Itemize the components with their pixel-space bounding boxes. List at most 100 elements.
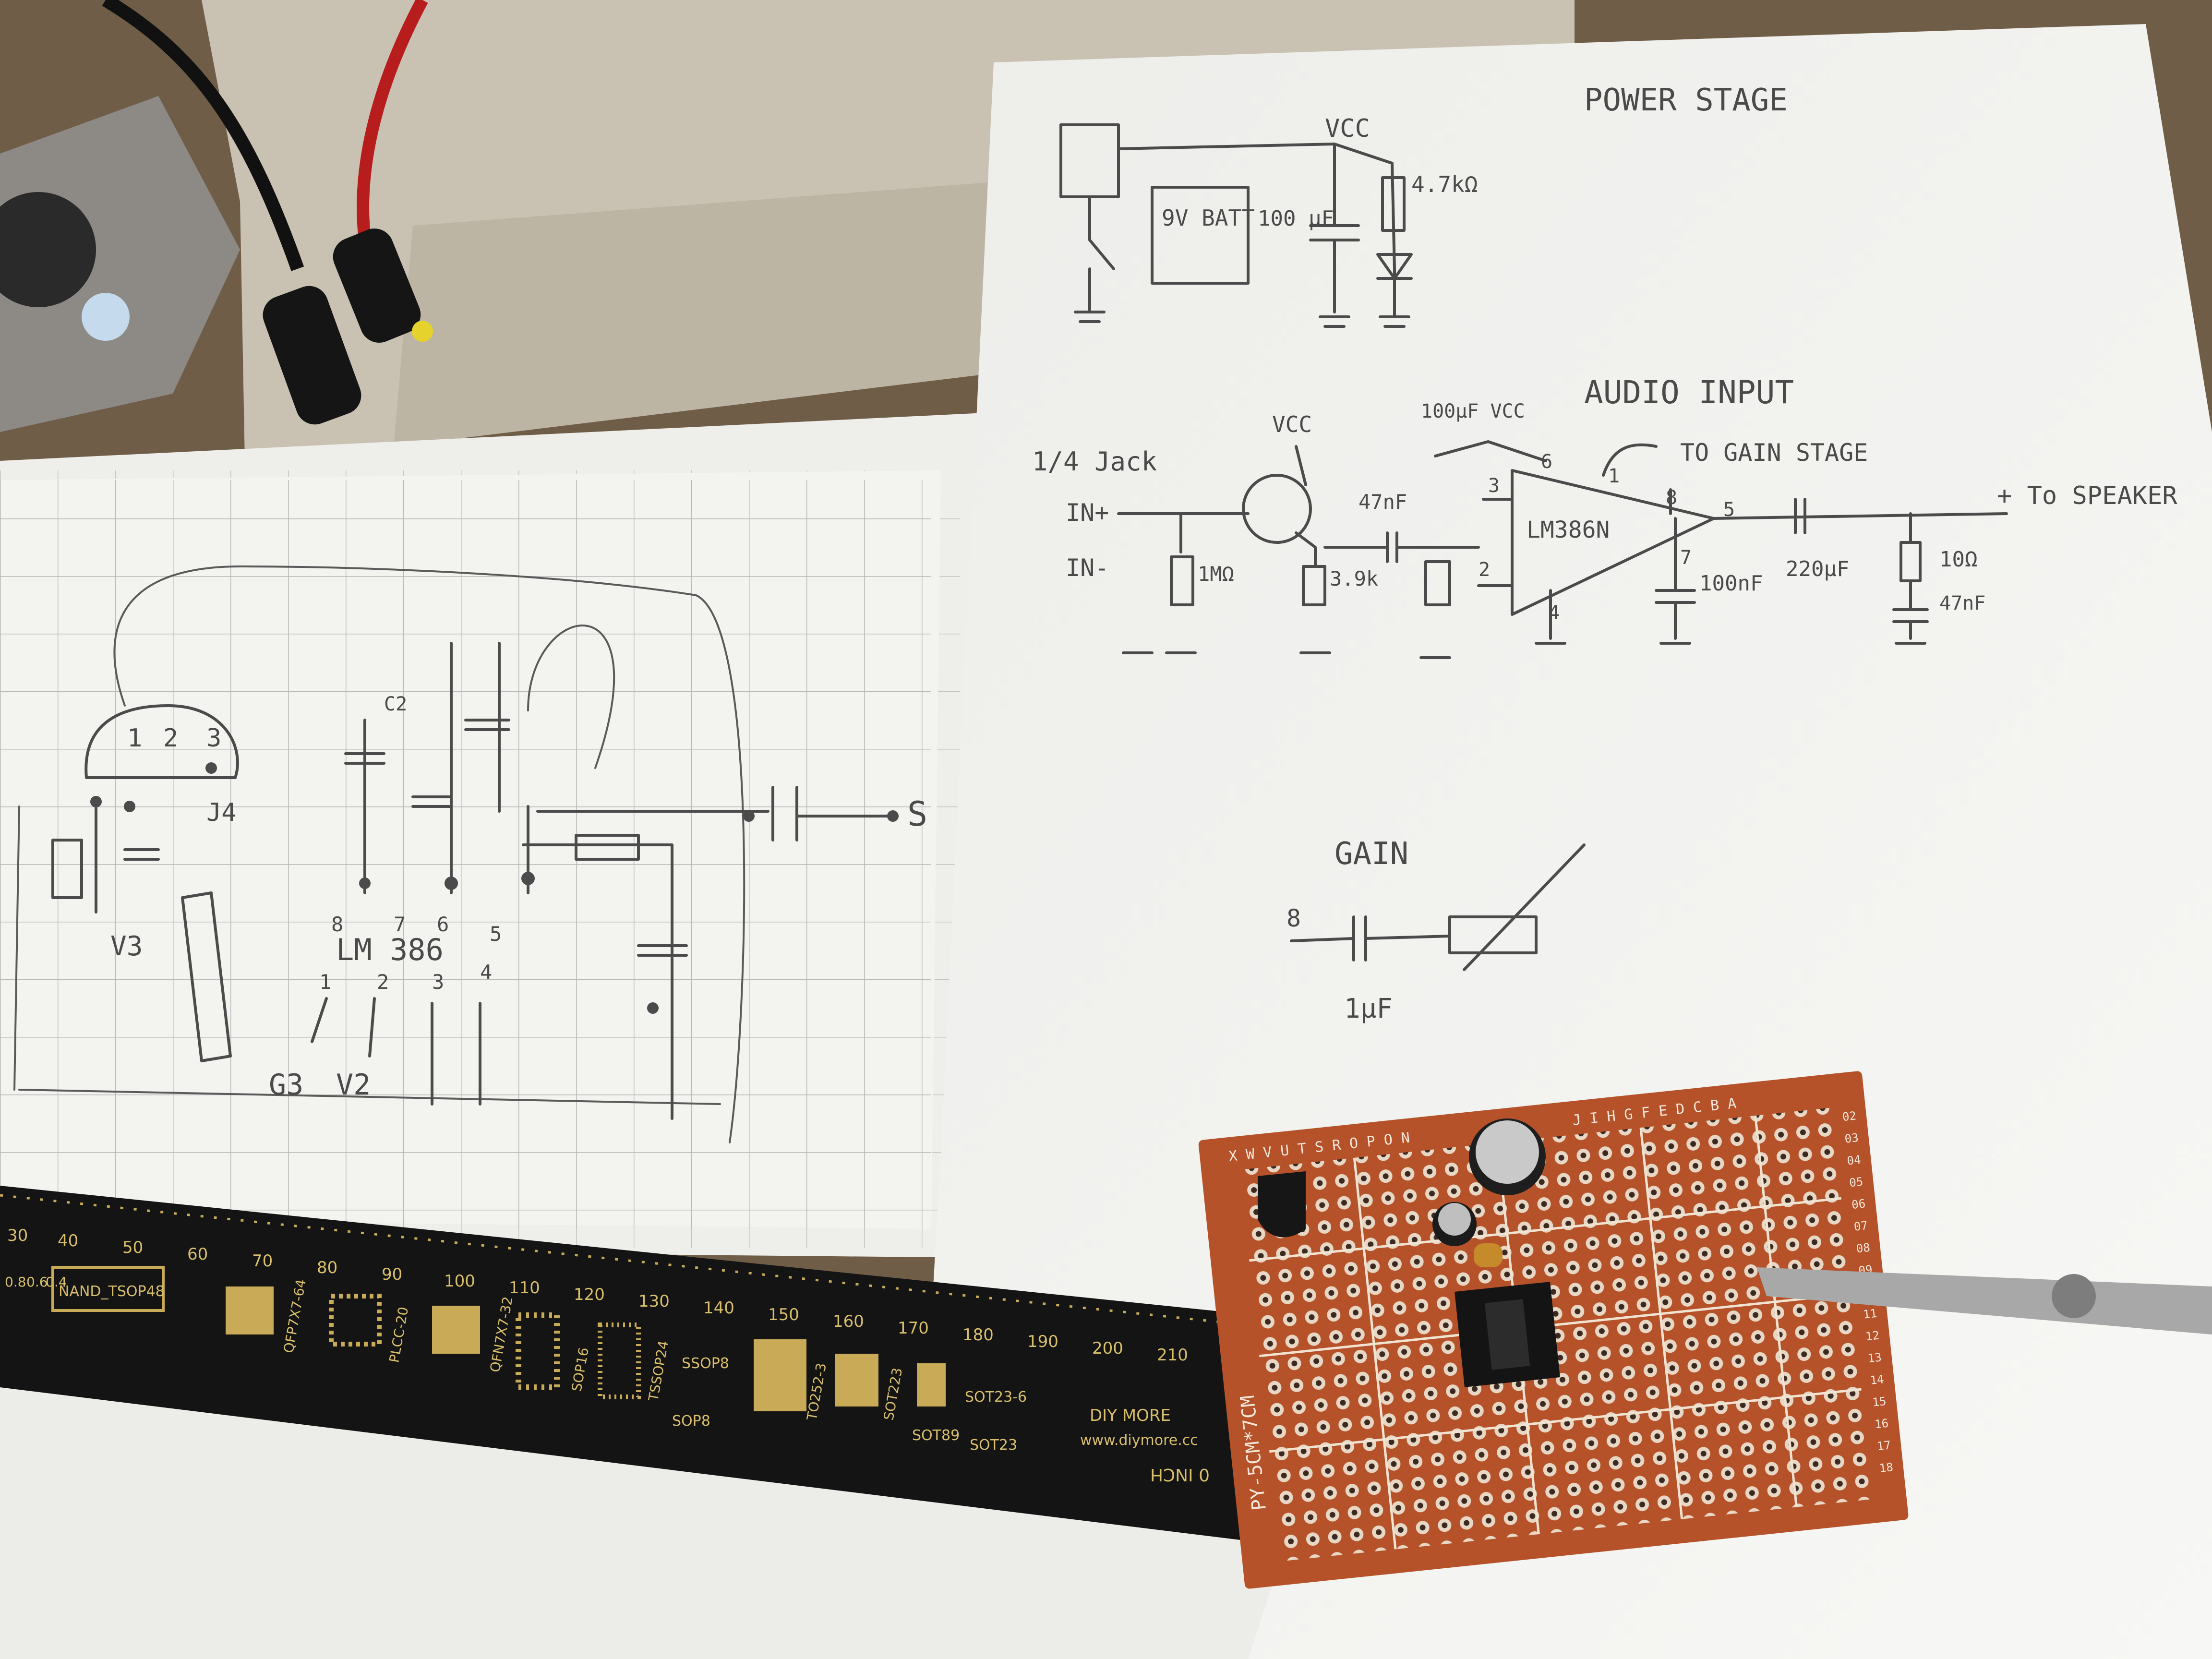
metal-bracket [0,96,240,432]
ruler-n190: 190 [1027,1332,1058,1351]
ground-symbols-power [1074,311,1410,328]
led-light [82,293,130,341]
ruler-n160: 160 [833,1312,864,1331]
ruler-n200: 200 [1092,1339,1123,1358]
ruler-scale-2: 0.4 [46,1274,67,1290]
footprint-sop16 [516,1312,560,1390]
to-gain-label: TO GAIN STAGE [1680,439,1868,467]
pcb-row-05: 05 [1849,1175,1864,1190]
footprint-plcc [329,1294,382,1346]
lm-label: LM 386 [336,932,444,967]
ruler-n140: 140 [703,1298,734,1318]
battery-label: 9V BATT [1162,205,1255,231]
bottom-pin2: 2 [377,970,389,994]
barrel-tip [412,321,433,342]
ruler-n210: 210 [1157,1346,1188,1365]
pcb-row-13: 13 [1867,1350,1882,1365]
s-label: S [907,794,927,834]
j4-label: J4 [206,798,237,827]
pkg-sop8: SOP8 [672,1413,710,1430]
sketch-dot [124,801,135,812]
barrel-plug-1 [263,286,361,425]
sketch-dot [90,796,102,807]
c-100n-label: 100nF [1699,571,1763,596]
pkg-sot23: SOT23 [970,1437,1017,1454]
footprint-to252 [754,1339,806,1411]
power-wire-top [1117,143,1396,318]
input-wire [1117,445,1317,568]
power-title: POWER STAGE [1584,83,1788,118]
pkg-ssop8: SSOP8 [682,1355,729,1372]
transistor-to92 [1258,1171,1306,1238]
t-pin2: 2 [163,724,178,753]
pcb-row-06: 06 [1851,1197,1866,1212]
pcb-row-14: 14 [1869,1372,1885,1387]
sketch-jumpers [13,565,745,1143]
pin2-label: 2 [1479,559,1490,581]
resistor-power [1381,176,1406,232]
v2-label: V2 [336,1068,371,1102]
cable-red [357,0,428,241]
transistor-symbol [1242,474,1312,544]
ruler-n50: 50 [122,1238,143,1257]
pkg-nand: NAND_TSOP48 [59,1283,165,1300]
bottom-pin4: 4 [480,961,492,984]
sketch-dot [521,872,535,885]
t-pin3: 3 [206,724,221,753]
gain-stage: GAIN 8 1μF [1286,836,1586,1024]
pcb-row-04: 04 [1846,1153,1862,1168]
lm386-triangle [1511,469,1715,616]
potentiometer [1424,560,1451,606]
ruler-body [0,1186,1258,1541]
chip-label: LM386N [1527,517,1610,543]
top-pin6: 6 [437,913,449,936]
switch-knob [0,192,96,307]
cap-47n-out [1892,579,1929,640]
footprint-qfp [226,1286,274,1334]
pcb-row-02: 02 [1842,1109,1857,1124]
in-plus-label: IN+ [1066,499,1109,527]
alligator-pivot [2052,1274,2096,1318]
v3-label: V3 [110,931,143,962]
t-pin1: 1 [127,724,142,753]
gain-pin-label: 8 [1286,904,1301,932]
sketch-dot [743,810,755,822]
ruler-n180: 180 [962,1325,994,1345]
cable-black [102,0,304,271]
battery-box [1151,186,1250,285]
capacitor-top [1476,1120,1539,1184]
pcb-row-11: 11 [1863,1307,1878,1322]
ruler-n70: 70 [252,1251,273,1271]
footprint-nand [51,1266,165,1312]
ground-symbols-audio [1122,642,1926,659]
dip8-socket-slot [1484,1299,1530,1370]
grid-lines [0,480,931,1229]
ruler-inch: 0 INCH [1150,1465,1210,1484]
coupling-cap-47n [1323,531,1480,563]
in-minus-label: IN- [1066,554,1109,582]
bottom-paper [0,1382,1296,1659]
pcb-row-16: 16 [1874,1417,1889,1431]
pcb-row-07: 07 [1853,1219,1869,1234]
cap-power-wire [1309,143,1360,313]
footprint-sot89 [917,1363,946,1407]
audio-stage: AUDIO INPUT 1/4 Jack IN+ IN- VCC 100μF V… [1032,374,2177,659]
r-3k9-label: 3.9k [1330,567,1378,590]
pkg-sot89: SOT89 [912,1427,960,1444]
pcb-ruler: 30 40 50 60 70 80 90 100 110 120 130 140… [0,1186,1258,1541]
c-220u-label: 220μF [1786,557,1849,581]
pin1-label: 1 [1608,465,1620,487]
audio-title: AUDIO INPUT [1584,374,1794,411]
vcc-label-top: VCC [1325,114,1370,143]
ruler-n90: 90 [382,1265,402,1284]
sketch-dot [647,1002,659,1014]
alligator-clip [1757,1267,2212,1334]
gain-cap-label: 1μF [1344,993,1393,1024]
footprint-tssop [598,1322,641,1399]
bottom-pin1: 1 [319,970,331,994]
pcb-row-18: 18 [1878,1460,1894,1475]
ruler-url: www.diymore.cc [1080,1432,1198,1449]
vcc-chip-label: 100μF VCC [1421,400,1525,422]
sketch-dot [445,877,458,890]
